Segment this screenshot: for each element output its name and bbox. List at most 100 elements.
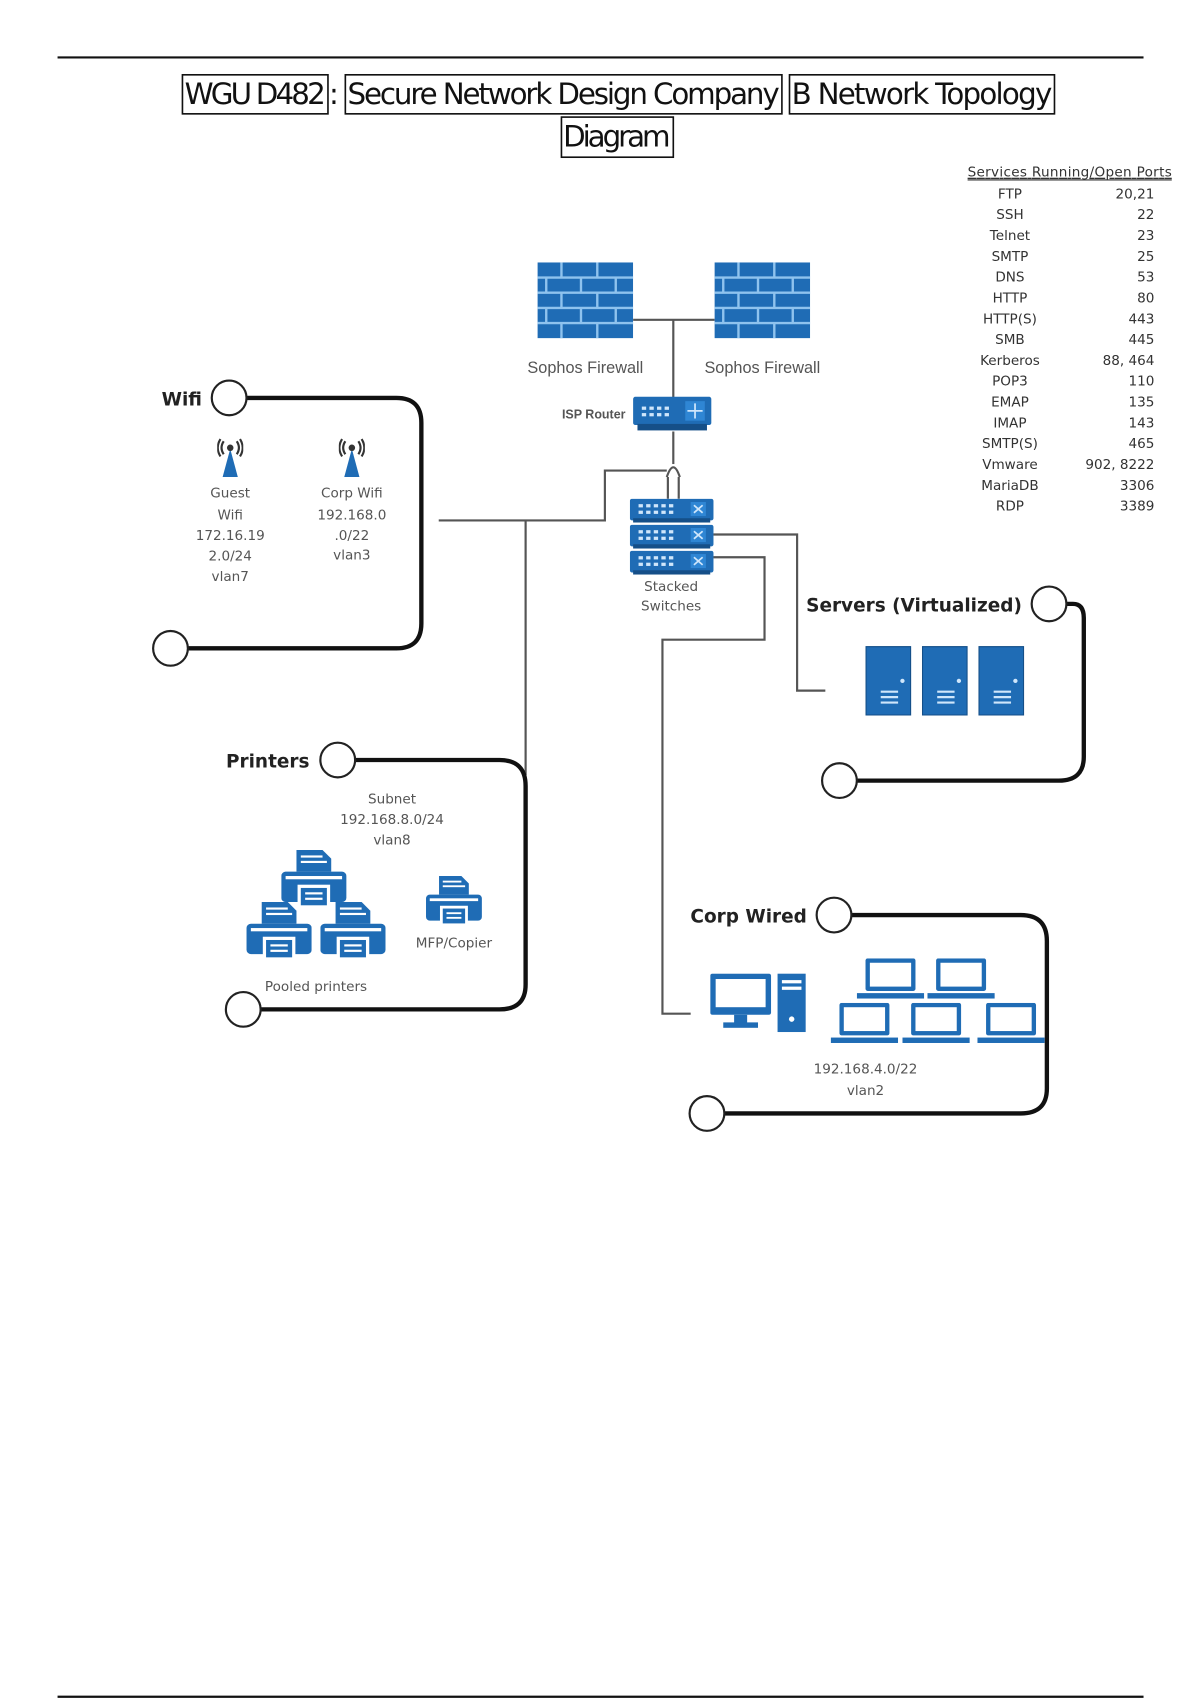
wifi-group: Wifi Guest Wifi 172.16.19 2.0/24 vlan7 C… — [152, 379, 424, 667]
service-name: Kerberos — [980, 353, 1040, 369]
title-part-design: Secure Network Design Company — [348, 77, 780, 111]
service-port: 3389 — [1120, 499, 1155, 515]
service-name: RDP — [996, 499, 1024, 515]
server-icon — [865, 646, 912, 716]
page-title: WGU D482 : Secure Network Design Company… — [181, 73, 1056, 159]
title-part-colon: : — [329, 77, 339, 111]
service-row: RDP 3389 — [996, 499, 1154, 515]
wifi-label: Wifi — [162, 389, 202, 410]
service-port: 20,21 — [1116, 186, 1155, 202]
switch-3-icon — [629, 550, 714, 575]
pooled-printers-label: Pooled printers — [265, 979, 367, 995]
service-name: SMB — [995, 332, 1025, 348]
printer-icon — [281, 850, 347, 909]
server-icon — [978, 646, 1025, 716]
corp-wired-subnet: 192.168.4.0/22 — [814, 1061, 918, 1077]
servers-group: Servers (Virtualized) — [806, 585, 1086, 800]
printers-subnet-line: Subnet — [368, 791, 416, 807]
printers-subnet-line: 192.168.8.0/24 — [340, 812, 444, 828]
service-port: 3306 — [1120, 478, 1155, 494]
corp-wifi-line: 192.168.0 — [317, 507, 386, 523]
service-name: SSH — [996, 207, 1023, 223]
service-row: MariaDB 3306 — [981, 478, 1154, 494]
title-line-2: Diagram — [563, 119, 671, 153]
services-header: Services Running/Open Ports — [968, 165, 1172, 181]
firewall-left-icon — [537, 262, 634, 339]
servers-label: Servers (Virtualized) — [806, 595, 1022, 616]
corp-wired-vlan: vlan2 — [847, 1083, 884, 1099]
network-links — [438, 318, 826, 1015]
router-label: ISP Router — [562, 408, 626, 422]
service-port: 902, 8222 — [1085, 457, 1154, 473]
corp-wifi-line: vlan3 — [333, 547, 370, 563]
service-port: 135 — [1129, 395, 1155, 411]
service-port: 53 — [1137, 270, 1154, 286]
service-port: 80 — [1137, 290, 1154, 306]
laptop-icon — [902, 1002, 970, 1043]
service-row: SSH 22 — [996, 207, 1154, 223]
service-row: FTP 20,21 — [998, 186, 1154, 202]
service-name: DNS — [995, 270, 1024, 286]
guest-wifi-line: Wifi — [218, 507, 243, 523]
service-name: POP3 — [992, 374, 1028, 390]
switch-label-line-1: Stacked — [644, 579, 698, 595]
switch-1-icon — [629, 498, 714, 523]
laptop-icon — [977, 1002, 1045, 1043]
printers-label: Printers — [226, 752, 310, 773]
service-row: HTTP 80 — [993, 290, 1155, 306]
desktop-icon — [710, 973, 806, 1033]
guest-wifi-line: Guest — [210, 486, 250, 502]
service-name: EMAP — [991, 395, 1029, 411]
printers-group: Printers Subnet 192.168.8.0/24 vlan8 MFP… — [224, 741, 528, 1028]
service-row: SMB 445 — [995, 332, 1154, 348]
service-name: SMTP(S) — [982, 436, 1038, 452]
service-port: 88, 464 — [1103, 353, 1155, 369]
service-row: Kerberos 88, 464 — [980, 353, 1154, 369]
service-row: SMTP 25 — [992, 249, 1155, 265]
guest-wifi-antenna-icon — [217, 438, 244, 478]
service-port: 25 — [1137, 249, 1154, 265]
firewall-right-icon — [714, 262, 811, 339]
corp-wifi-line: .0/22 — [334, 528, 369, 544]
laptop-icon — [856, 958, 925, 999]
corp-wired-label: Corp Wired — [690, 907, 806, 928]
service-port: 465 — [1129, 436, 1155, 452]
service-name: HTTP(S) — [983, 311, 1037, 327]
guest-wifi-line: 172.16.19 — [196, 528, 265, 544]
service-port: 23 — [1137, 228, 1154, 244]
service-port: 110 — [1129, 374, 1155, 390]
service-row: Vmware 902, 8222 — [982, 457, 1154, 473]
corp-wifi-line: Corp Wifi — [321, 486, 383, 502]
service-name: IMAP — [993, 415, 1026, 431]
service-name: FTP — [998, 186, 1022, 202]
firewall-left-label: Sophos Firewall — [527, 359, 643, 377]
service-port: 22 — [1137, 207, 1154, 223]
switch-2-icon — [629, 524, 714, 549]
service-row: IMAP 143 — [993, 415, 1154, 431]
printer-icon — [246, 902, 312, 961]
service-row: SMTP(S) 465 — [982, 436, 1154, 452]
service-name: SMTP — [992, 249, 1029, 265]
title-part-topology: B Network Topology — [792, 77, 1053, 111]
guest-wifi-line: vlan7 — [212, 569, 249, 585]
service-name: Vmware — [982, 457, 1037, 473]
service-name: MariaDB — [981, 478, 1038, 494]
switch-label-line-2: Switches — [641, 598, 701, 614]
service-port: 443 — [1129, 311, 1155, 327]
router-icon — [633, 396, 712, 431]
laptop-icon — [927, 958, 995, 999]
printers-subnet-line: vlan8 — [373, 833, 410, 849]
service-row: POP3 110 — [992, 374, 1154, 390]
service-port: 143 — [1129, 415, 1155, 431]
service-name: HTTP — [993, 290, 1028, 306]
server-icon — [921, 646, 968, 716]
laptop-icon — [830, 1002, 899, 1043]
mfp-label: MFP/Copier — [416, 936, 493, 952]
mfp-copier-icon — [426, 876, 482, 927]
service-row: EMAP 135 — [991, 395, 1154, 411]
service-row: HTTP(S) 443 — [983, 311, 1154, 327]
service-port: 445 — [1129, 332, 1155, 348]
